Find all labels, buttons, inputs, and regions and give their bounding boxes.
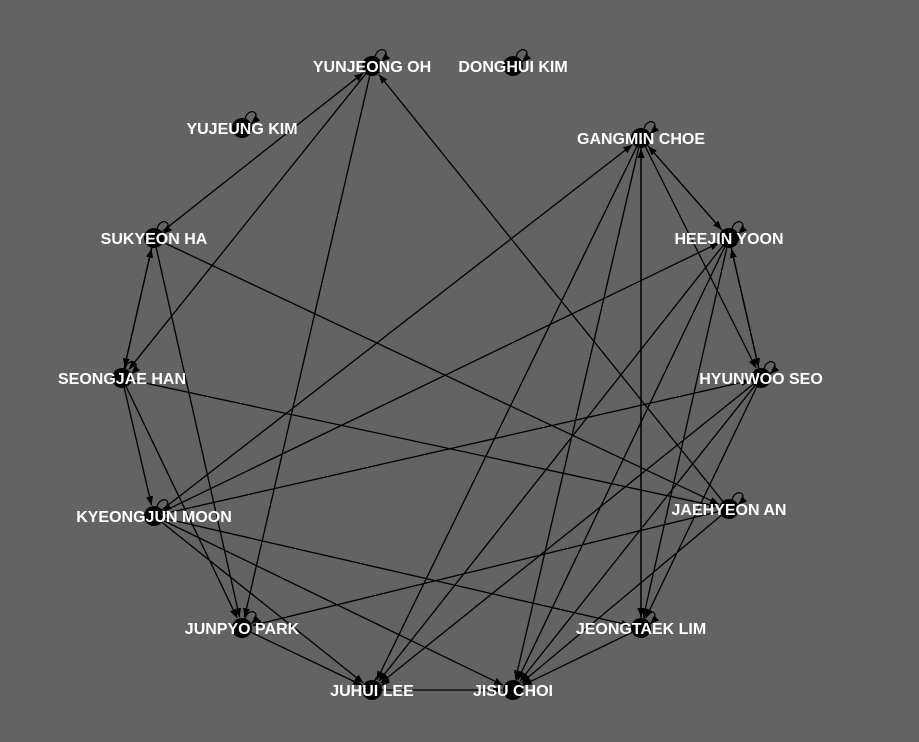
node-heejin[interactable]: HEEJIN YOON	[674, 221, 784, 249]
edge-jaehyeon-to-yunjeong	[378, 74, 724, 502]
node-seongjae[interactable]: SEONGJAE HAN	[58, 361, 186, 389]
node-circle-juhui[interactable]	[362, 680, 382, 700]
edge-sukyeon-to-jaehyeon	[162, 241, 720, 505]
node-circle-jeongtaek[interactable]	[631, 618, 651, 638]
self-loop-juhui	[374, 673, 391, 687]
node-label-yunjeong: YUNJEONG OH	[313, 59, 431, 76]
edge-sukyeon-to-seongjae	[122, 247, 153, 368]
edge-kyeongjun-to-jisu	[162, 519, 504, 686]
edge-heejin-to-jeongtaek	[641, 247, 728, 618]
edge-heejin-to-gangmin	[647, 145, 723, 231]
edge-kyeongjun-to-gangmin	[161, 144, 633, 511]
edge-kyeongjun-to-heejin	[162, 242, 720, 513]
edge-heejin-to-juhui	[378, 245, 724, 682]
edge-hyunwoo-to-heejin	[729, 248, 760, 369]
edge-hyunwoo-to-juhui	[380, 383, 754, 684]
node-label-gangmin: GANGMIN CHOE	[577, 131, 705, 148]
node-label-seongjae: SEONGJAE HAN	[58, 371, 186, 388]
self-loop-jisu	[515, 673, 532, 687]
node-circle-yunjeong[interactable]	[362, 56, 382, 76]
node-circle-sukyeon[interactable]	[144, 228, 164, 248]
node-label-jeongtaek: JEONGTAEK LIM	[576, 621, 706, 638]
node-label-yujeung: YUJEUNG KIM	[186, 121, 297, 138]
node-label-junpyo: JUNPYO PARK	[185, 621, 300, 638]
node-junpyo[interactable]: JUNPYO PARK	[185, 611, 300, 639]
node-label-kyeongjun: KYEONGJUN MOON	[76, 509, 232, 526]
node-circle-donghui[interactable]	[503, 56, 523, 76]
edge-hyunwoo-to-jisu	[519, 385, 756, 682]
edge-jaehyeon-to-jisu	[521, 514, 722, 684]
edge-seongjae-to-kyeongjun	[123, 387, 153, 506]
edge-gangmin-to-jisu	[514, 147, 640, 680]
node-label-donghui: DONGHUI KIM	[458, 59, 567, 76]
self-loop-junpyo	[244, 611, 261, 625]
self-loop-seongjae	[124, 361, 141, 375]
edge-junpyo-to-juhui	[250, 631, 363, 686]
node-donghui[interactable]: DONGHUI KIM	[458, 49, 568, 77]
node-circle-gangmin[interactable]	[631, 128, 651, 148]
self-loop-yujeung	[244, 111, 261, 125]
node-yujeung[interactable]: YUJEUNG KIM	[186, 111, 298, 139]
edge-gangmin-to-hyunwoo	[644, 146, 757, 369]
edge-hyunwoo-to-jeongtaek	[645, 386, 758, 619]
edge-heejin-to-jisu	[517, 246, 726, 681]
node-circle-yujeung[interactable]	[232, 118, 252, 138]
node-jaehyeon[interactable]: JAEHYEON AN	[672, 492, 787, 520]
node-circle-seongjae[interactable]	[112, 368, 132, 388]
node-label-jisu: JISU CHOI	[473, 683, 553, 700]
node-circle-heejin[interactable]	[719, 228, 739, 248]
node-gangmin[interactable]: GANGMIN CHOE	[577, 121, 705, 149]
node-label-juhui: JUHUI LEE	[330, 683, 414, 700]
edge-gangmin-to-juhui	[376, 146, 638, 681]
edge-yunjeong-to-junpyo	[242, 75, 371, 618]
self-loop-jaehyeon	[731, 492, 748, 506]
self-loop-gangmin	[643, 121, 660, 135]
edge-sukyeon-to-junpyo	[155, 247, 242, 618]
node-circle-junpyo[interactable]	[232, 618, 252, 638]
edges	[122, 72, 761, 694]
node-yunjeong[interactable]: YUNJEONG OH	[313, 49, 431, 77]
node-label-heejin: HEEJIN YOON	[674, 231, 783, 248]
node-circle-kyeongjun[interactable]	[144, 506, 164, 526]
node-kyeongjun[interactable]: KYEONGJUN MOON	[76, 499, 232, 527]
edge-jaehyeon-to-junpyo	[252, 510, 720, 627]
self-loop-donghui	[515, 49, 532, 63]
self-loop-hyunwoo	[763, 361, 780, 375]
edge-kyeongjun-to-hyunwoo	[163, 378, 751, 515]
edge-sukyeon-to-yunjeong	[161, 72, 364, 233]
node-jeongtaek[interactable]: JEONGTAEK LIM	[576, 611, 706, 639]
self-loop-yunjeong	[374, 49, 391, 63]
self-loop-kyeongjun	[156, 499, 173, 513]
node-hyunwoo[interactable]: HYUNWOO SEO	[699, 361, 823, 389]
node-circle-hyunwoo[interactable]	[751, 368, 771, 388]
self-loop-heejin	[731, 221, 748, 235]
node-label-sukyeon: SUKYEON HA	[101, 231, 208, 248]
edge-yunjeong-to-seongjae	[128, 73, 367, 370]
node-label-jaehyeon: JAEHYEON AN	[672, 502, 787, 519]
node-circle-jaehyeon[interactable]	[719, 499, 739, 519]
edge-kyeongjun-to-juhui	[161, 521, 364, 684]
node-circle-jisu[interactable]	[503, 680, 523, 700]
self-loop-jeongtaek	[643, 611, 660, 625]
node-sukyeon[interactable]: SUKYEON HA	[101, 221, 208, 249]
node-juhui[interactable]: JUHUI LEE	[330, 673, 414, 701]
nodes: YUNJEONG OH DONGHUI KIM YUJEUNG KIM GANGMIN…	[58, 49, 823, 701]
edge-jeongtaek-to-jisu	[522, 631, 633, 686]
node-label-hyunwoo: HYUNWOO SEO	[699, 371, 823, 388]
node-jisu[interactable]: JISU CHOI	[473, 673, 553, 701]
edge-seongjae-to-jaehyeon	[131, 379, 719, 509]
self-loop-sukyeon	[156, 221, 173, 235]
